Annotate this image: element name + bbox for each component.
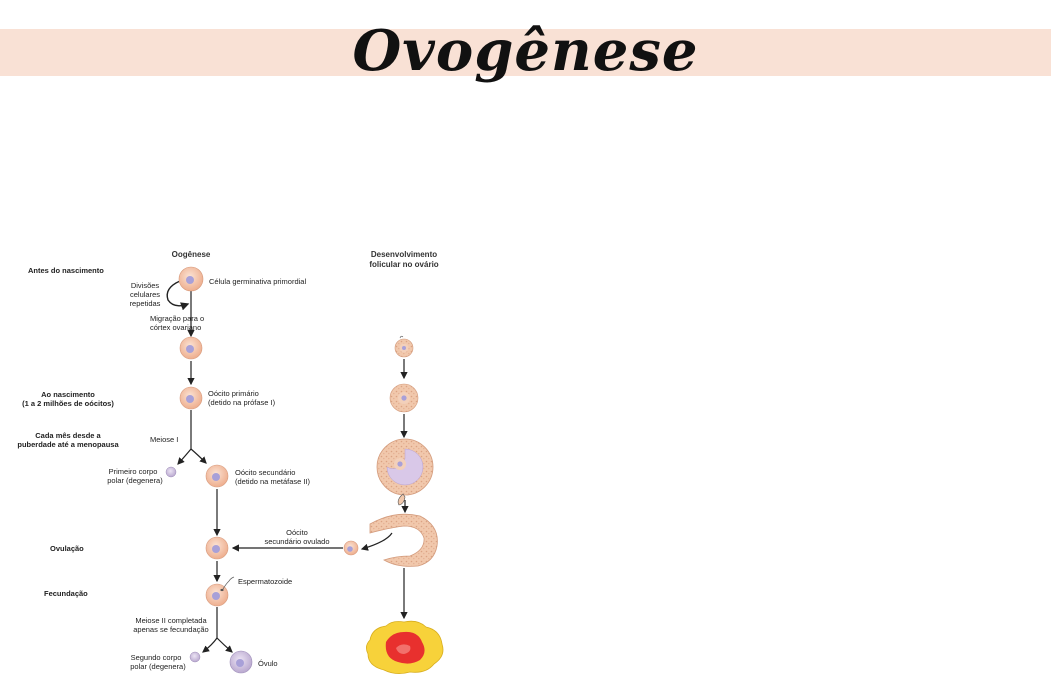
arrow-to-polar2 [202,637,218,653]
primordial-follicle [394,338,414,358]
corpus-luteum [366,620,444,674]
oogenesis-header: Oogênese [172,250,211,259]
label-ovulated-2: secundário ovulado [264,537,329,546]
first-polar-body [165,466,177,478]
label-secondary-1: Oócito secundário [235,468,295,477]
follicular-header-line1: Desenvolvimento [371,250,437,259]
primary-follicle [389,383,419,413]
ovum-cell [229,650,253,674]
label-meiosis2-1: Meiose II completada [135,616,207,625]
stage-fertilization: Fecundação [44,589,88,598]
label-polar2-1: Segundo corpo [131,653,182,662]
label-polar1-1: Primeiro corpo [109,467,158,476]
label-ovulated-1: Oócito [286,528,308,537]
second-polar-body [189,651,201,663]
label-divisions-1: Divisões [131,281,160,290]
antral-follicle [376,438,434,496]
arrow-to-secondary [190,448,207,464]
label-polar2-2: polar (degenera) [130,662,186,671]
arrow-to-polar1 [177,448,192,465]
label-polar1-2: polar (degenera) [107,476,163,485]
label-primary-2: (detido na prófase I) [208,398,276,407]
stage-monthly-line2: puberdade até a menopausa [17,440,119,449]
label-ovum: Óvulo [258,659,278,668]
ovulated-oocyte-follicular [343,540,359,556]
rupture-marker [397,493,406,506]
primary-oocyte [179,386,203,410]
stage-before-birth: Antes do nascimento [28,266,104,275]
label-primary-1: Oócito primário [208,389,259,398]
arrow-release [360,532,393,551]
label-divisions-2: celulares [130,290,160,299]
ruptured-follicle [369,513,438,567]
stage-at-birth-line2: (1 a 2 milhões de oócitos) [22,399,114,408]
label-migration-2: córtex ovariano [150,323,201,332]
label-meiosis2-2: apenas se fecundação [133,625,208,634]
arrow-repeated-divisions [166,280,190,311]
arrow-to-ovum [216,637,233,653]
stage-monthly-line1: Cada mês desde a [35,431,101,440]
label-sperm: Espermatozoide [238,577,292,586]
primordial-germ-cell [178,266,204,292]
title-banner [0,29,1051,76]
sperm-icon [220,576,235,592]
page-title: Ovogênese [352,18,699,84]
label-migration-1: Migração para o [150,314,204,323]
label-meiosis1: Meiose I [150,435,178,444]
label-divisions-3: repetidas [130,299,161,308]
migrated-cell [179,336,203,360]
follicular-header-line2: folicular no ovário [369,260,438,269]
secondary-oocyte [205,464,229,488]
label-secondary-2: (detido na metáfase II) [235,477,311,486]
stage-at-birth-line1: Ao nascimento [41,390,95,399]
label-pgc: Célula germinativa primordial [209,277,306,286]
primordial-follicle-marker [399,335,404,339]
stage-ovulation: Ovulação [50,544,84,553]
fertilized-oocyte [205,583,229,607]
ovulated-oocyte-main [205,536,229,560]
